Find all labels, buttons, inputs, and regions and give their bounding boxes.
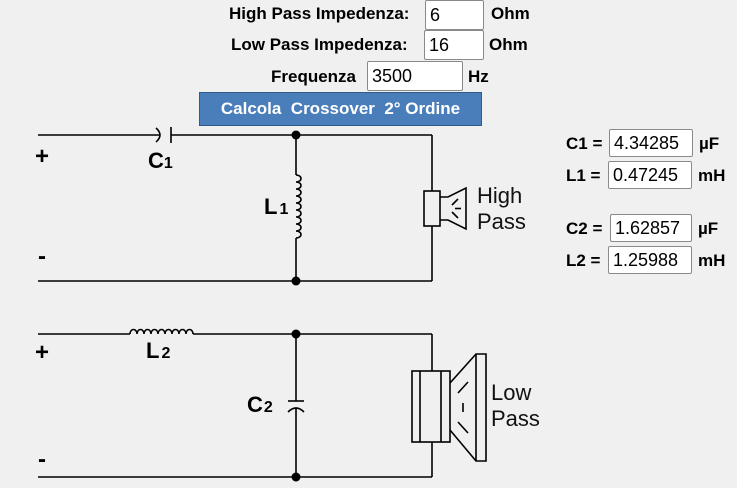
low-pass-impedance-label: Low Pass Impedenza:	[231, 35, 408, 54]
calculate-crossover-button[interactable]: Calcola Crossover 2° Ordine	[199, 92, 482, 126]
lp-junction-top	[291, 329, 301, 339]
low-pass-impedance-unit: Ohm	[489, 35, 528, 54]
l2-inductor-coil	[129, 328, 194, 335]
c2-label: C2	[247, 392, 273, 417]
lp-plus-sign: +	[35, 339, 49, 366]
high-pass-impedance-label: High Pass Impedenza:	[229, 4, 410, 23]
low-pass-impedance-input[interactable]	[424, 30, 484, 60]
c1-result-value[interactable]: 4.34285	[609, 129, 693, 157]
hp-minus-sign: -	[38, 243, 46, 270]
l1-result-value[interactable]: 0.47245	[608, 161, 692, 189]
hp-junction-top	[291, 130, 301, 140]
l2-result-unit: mH	[698, 251, 726, 270]
high-pass-impedance-unit: Ohm	[491, 4, 530, 23]
low-pass-caption-line1: Low	[491, 380, 531, 405]
l1-result-unit: mH	[698, 166, 726, 185]
high-pass-caption-line2: Pass	[477, 209, 526, 234]
c2-result-label: C2 =	[566, 219, 603, 238]
tweeter-cone-icon	[440, 186, 467, 231]
l2-result-label: L2 =	[566, 251, 601, 270]
c1-capacitor-curved-plate	[155, 127, 161, 143]
lp-minus-sign: -	[38, 446, 46, 473]
frequency-unit: Hz	[468, 67, 489, 86]
l2-result-value[interactable]: 1.25988	[608, 246, 692, 274]
high-pass-impedance-input[interactable]	[425, 0, 484, 30]
low-pass-caption-line2: Pass	[491, 406, 540, 431]
l1-result-label: L1 =	[566, 166, 601, 185]
c2-result-unit: µF	[698, 219, 719, 238]
c1-label: C1	[148, 148, 173, 173]
hp-plus-sign: +	[35, 143, 49, 170]
woofer-magnet-icon	[411, 370, 451, 443]
frequency-label: Frequenza	[271, 67, 357, 86]
c2-result-value[interactable]: 1.62857	[610, 214, 692, 242]
l1-inductor-coil	[295, 174, 302, 239]
lp-junction-bottom	[291, 472, 301, 482]
hp-junction-bottom	[291, 276, 301, 286]
frequency-input[interactable]	[367, 61, 463, 91]
high-pass-caption-line1: High	[477, 183, 522, 208]
woofer-cone-icon	[449, 353, 487, 462]
tweeter-magnet-icon	[423, 190, 441, 227]
c1-result-label: C1 =	[566, 134, 603, 153]
c1-result-unit: µF	[699, 134, 720, 153]
